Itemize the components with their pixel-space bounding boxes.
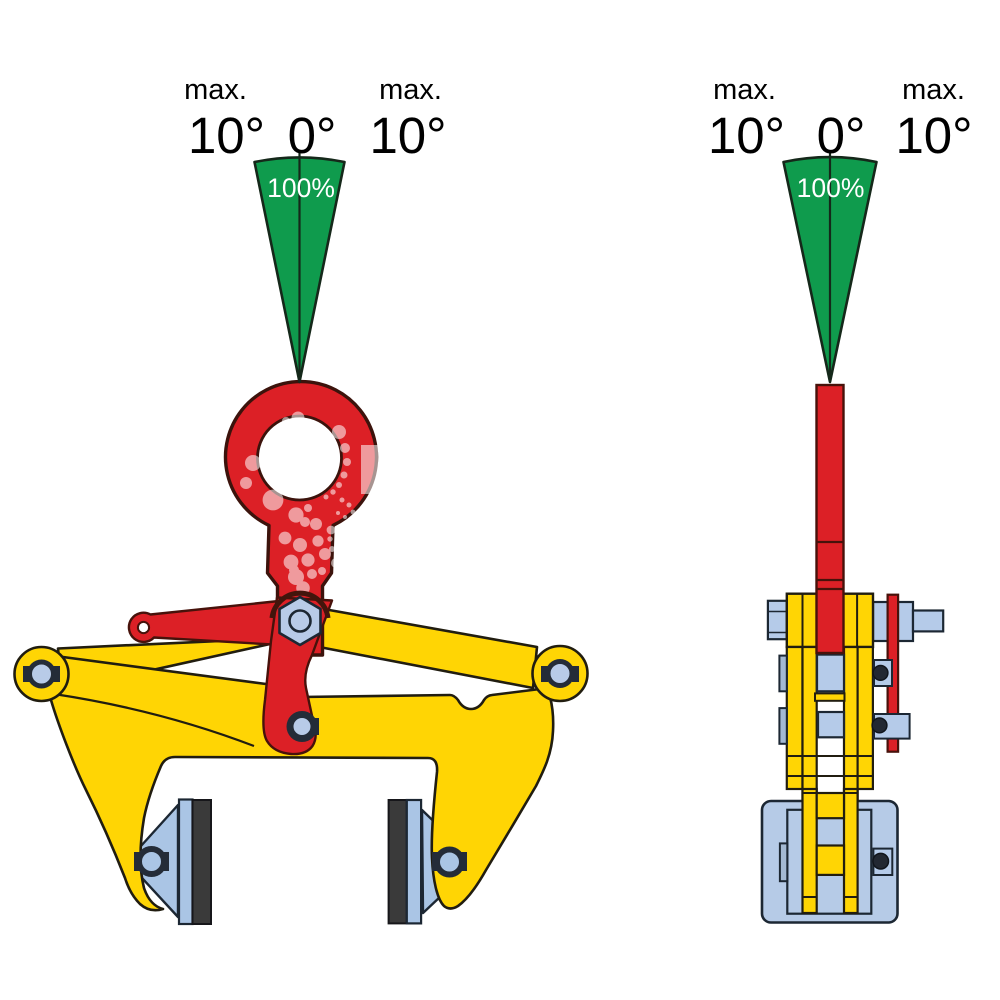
svg-text:max.: max. bbox=[713, 74, 776, 106]
svg-text:max.: max. bbox=[902, 74, 965, 106]
svg-text:10°: 10° bbox=[708, 107, 785, 164]
svg-text:10°: 10° bbox=[188, 107, 265, 164]
svg-text:max.: max. bbox=[379, 74, 442, 106]
svg-text:0°: 0° bbox=[817, 107, 866, 164]
svg-text:100%: 100% bbox=[267, 173, 335, 203]
svg-text:100%: 100% bbox=[797, 173, 865, 203]
svg-text:0°: 0° bbox=[288, 107, 337, 164]
svg-text:10°: 10° bbox=[895, 107, 972, 164]
svg-text:max.: max. bbox=[184, 74, 247, 106]
svg-text:10°: 10° bbox=[369, 107, 446, 164]
